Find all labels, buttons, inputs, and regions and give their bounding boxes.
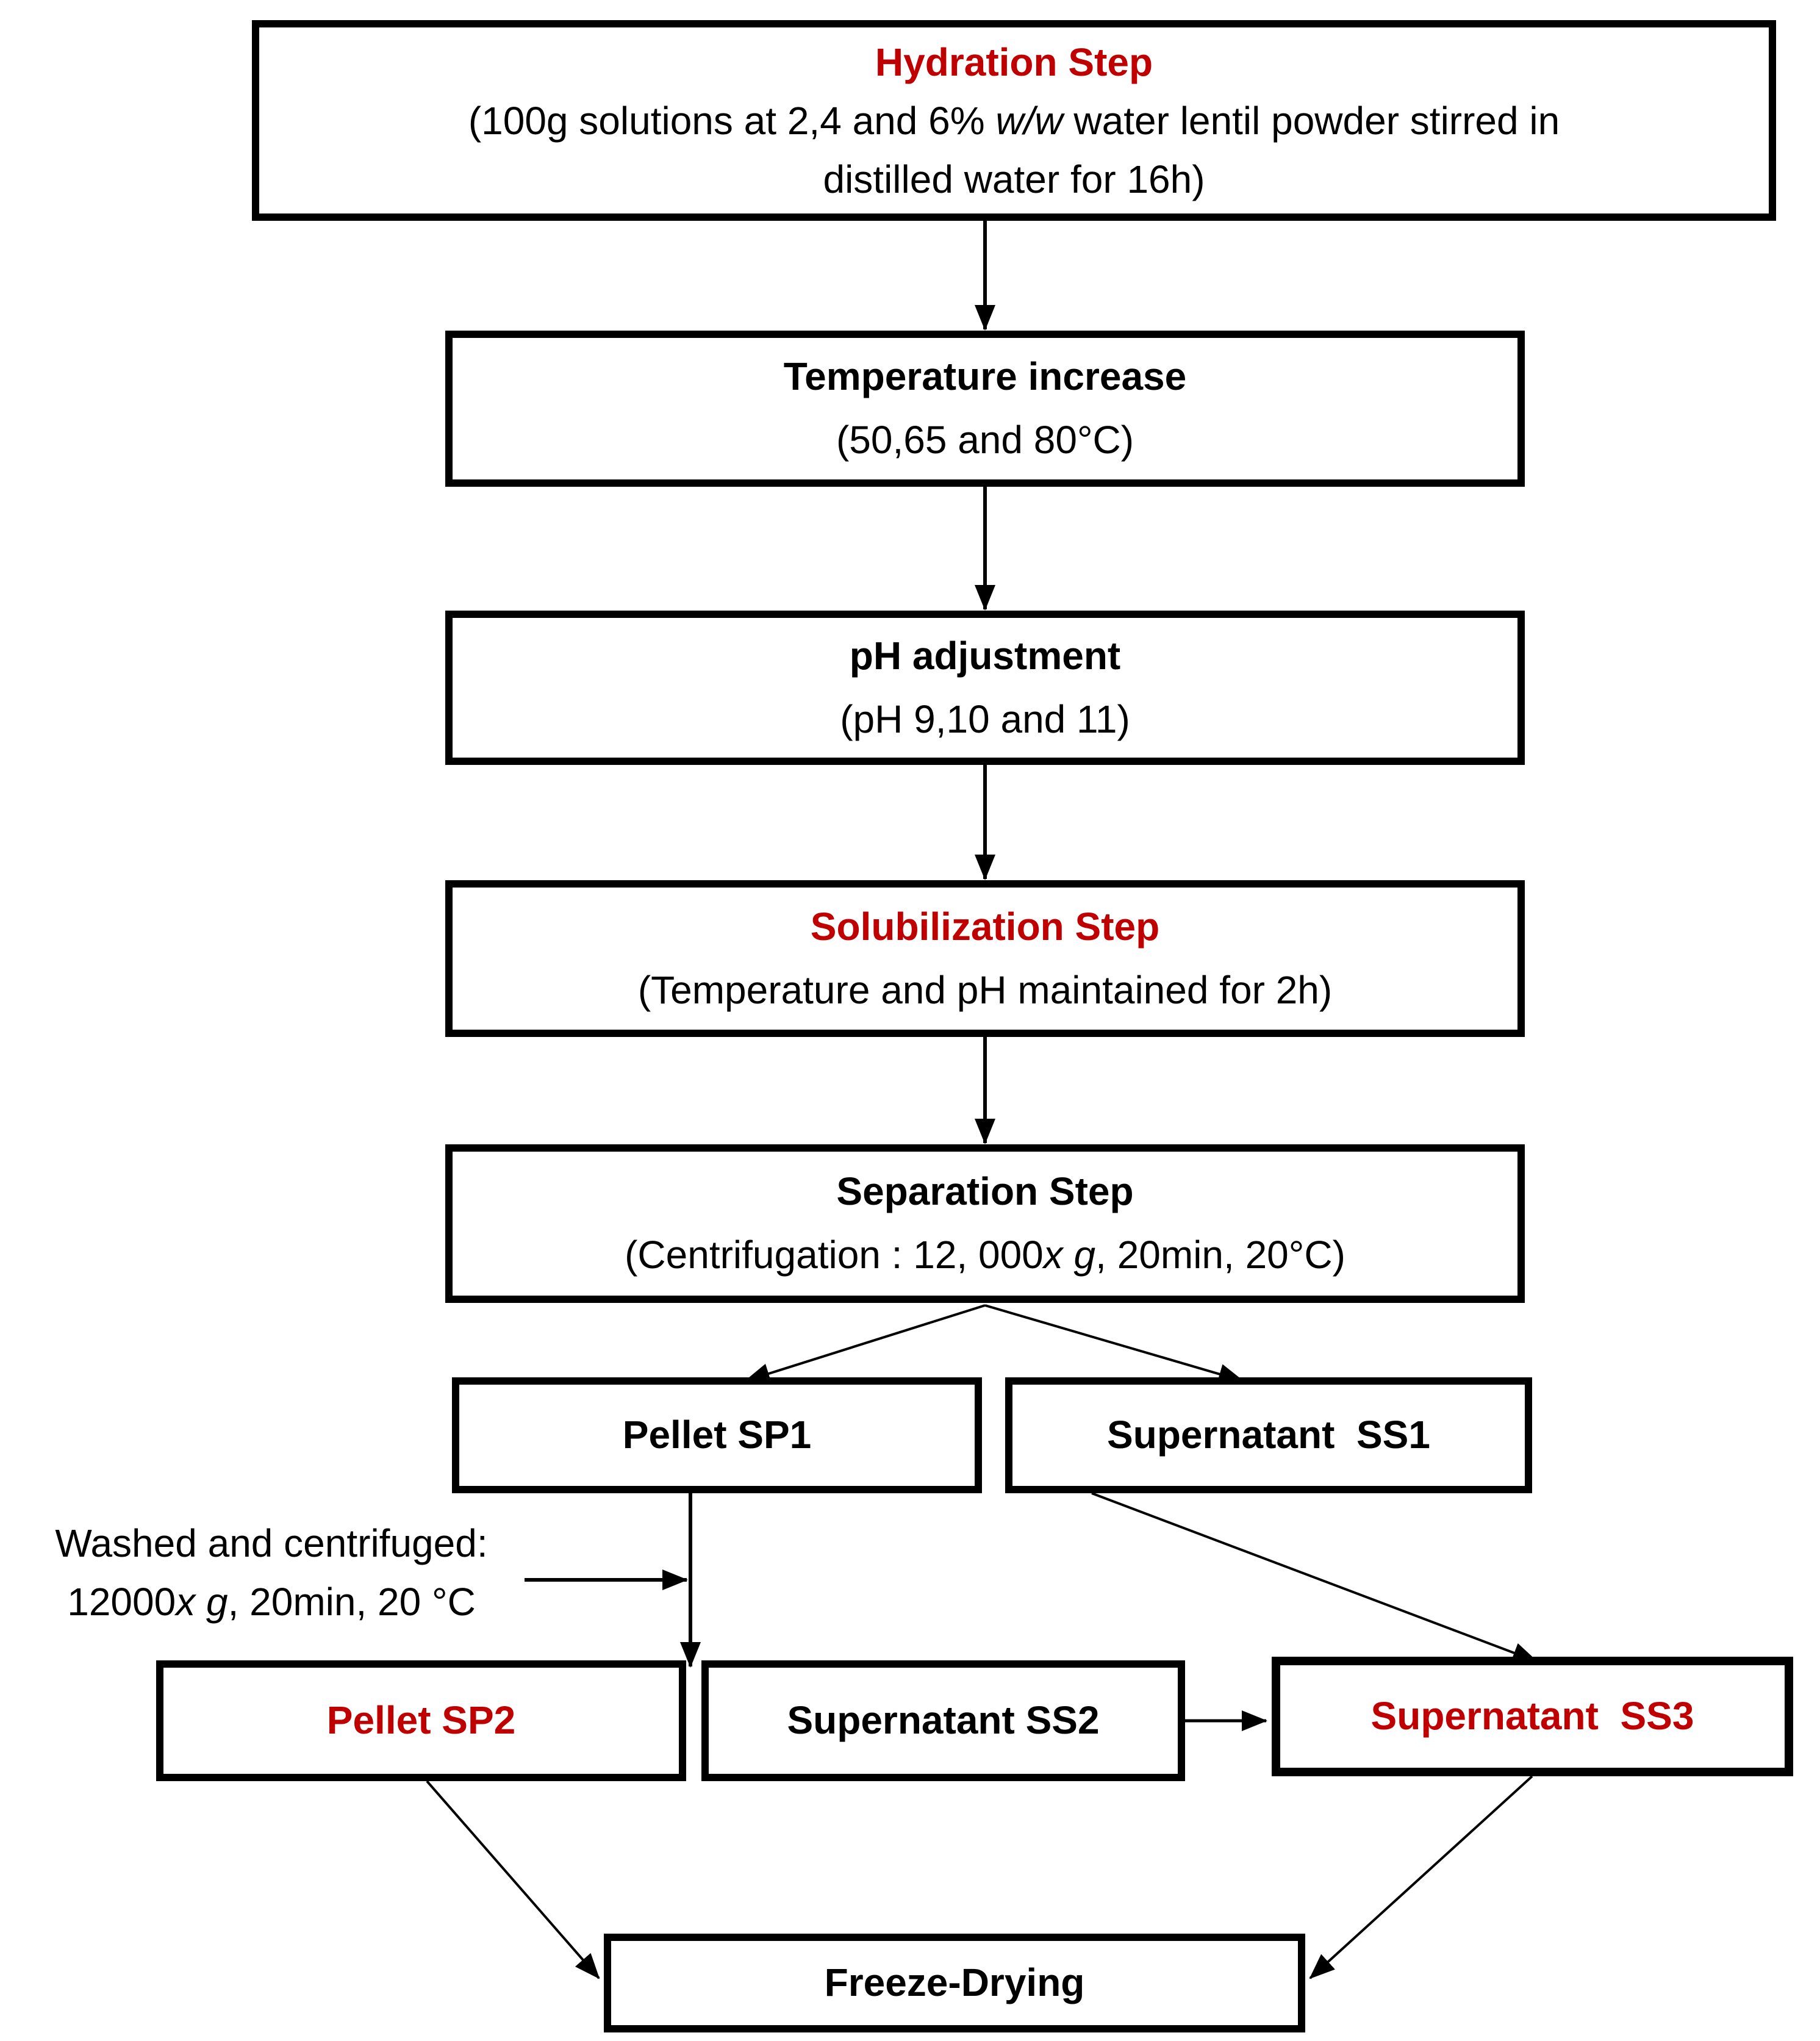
supernatant-ss1-label: Supernatant SS1 — [1107, 1413, 1430, 1457]
arrow-pellet-sp2-to-freeze-drying — [426, 1780, 600, 1979]
arrow-separation-to-supernatant-ss1 — [984, 1304, 1244, 1385]
temperature-increase-box: Temperature increase (50,65 and 80°C) — [445, 331, 1525, 487]
separation-step-title: Separation Step — [836, 1169, 1134, 1214]
pellet-sp1-label: Pellet SP1 — [622, 1413, 812, 1457]
supernatant-ss3-label: Supernatant SS3 — [1370, 1694, 1694, 1738]
solubilization-step-box: Solubilization Step (Temperature and pH … — [445, 880, 1525, 1037]
arrow-separation-to-pellet-sp1 — [744, 1304, 986, 1384]
arrow-supernatant-ss1-to-ss3 — [1091, 1492, 1538, 1663]
ph-adjustment-body: (pH 9,10 and 11) — [840, 697, 1130, 741]
wash-centrifuge-note-line2: 12000x g, 20min, 20 °C — [67, 1580, 476, 1624]
wash-centrifuge-note: Washed and centrifuged: 12000x g, 20min,… — [18, 1514, 525, 1631]
hydration-step-title: Hydration Step — [875, 40, 1153, 84]
ph-adjustment-box: pH adjustment (pH 9,10 and 11) — [445, 611, 1525, 765]
ph-adjustment-title: pH adjustment — [849, 633, 1121, 678]
supernatant-ss2-label: Supernatant SS2 — [787, 1698, 1100, 1743]
solubilization-step-title: Solubilization Step — [810, 904, 1160, 949]
pellet-sp2-box: Pellet SP2 — [156, 1660, 686, 1781]
freeze-drying-label: Freeze-Drying — [824, 1960, 1085, 2005]
hydration-step-box: Hydration Step (100g solutions at 2,4 an… — [252, 20, 1776, 221]
separation-step-box: Separation Step (Centrifugation : 12, 00… — [445, 1144, 1525, 1303]
pellet-sp1-box: Pellet SP1 — [452, 1377, 982, 1493]
freeze-drying-box: Freeze-Drying — [604, 1934, 1305, 2032]
supernatant-ss3-box: Supernatant SS3 — [1272, 1657, 1793, 1776]
wash-centrifuge-note-line1: Washed and centrifuged: — [55, 1521, 488, 1565]
pellet-sp2-label: Pellet SP2 — [326, 1698, 516, 1743]
solubilization-step-body: (Temperature and pH maintained for 2h) — [637, 967, 1333, 1012]
hydration-step-body: (100g solutions at 2,4 and 6% w/w water … — [468, 98, 1560, 201]
supernatant-ss1-box: Supernatant SS1 — [1005, 1377, 1532, 1493]
temperature-increase-body: (50,65 and 80°C) — [836, 418, 1134, 462]
supernatant-ss2-box: Supernatant SS2 — [701, 1660, 1185, 1781]
separation-step-body: (Centrifugation : 12, 000x g, 20min, 20°… — [625, 1233, 1345, 1277]
arrow-supernatant-ss3-to-freeze-drying — [1309, 1775, 1533, 1979]
temperature-increase-title: Temperature increase — [783, 354, 1187, 399]
